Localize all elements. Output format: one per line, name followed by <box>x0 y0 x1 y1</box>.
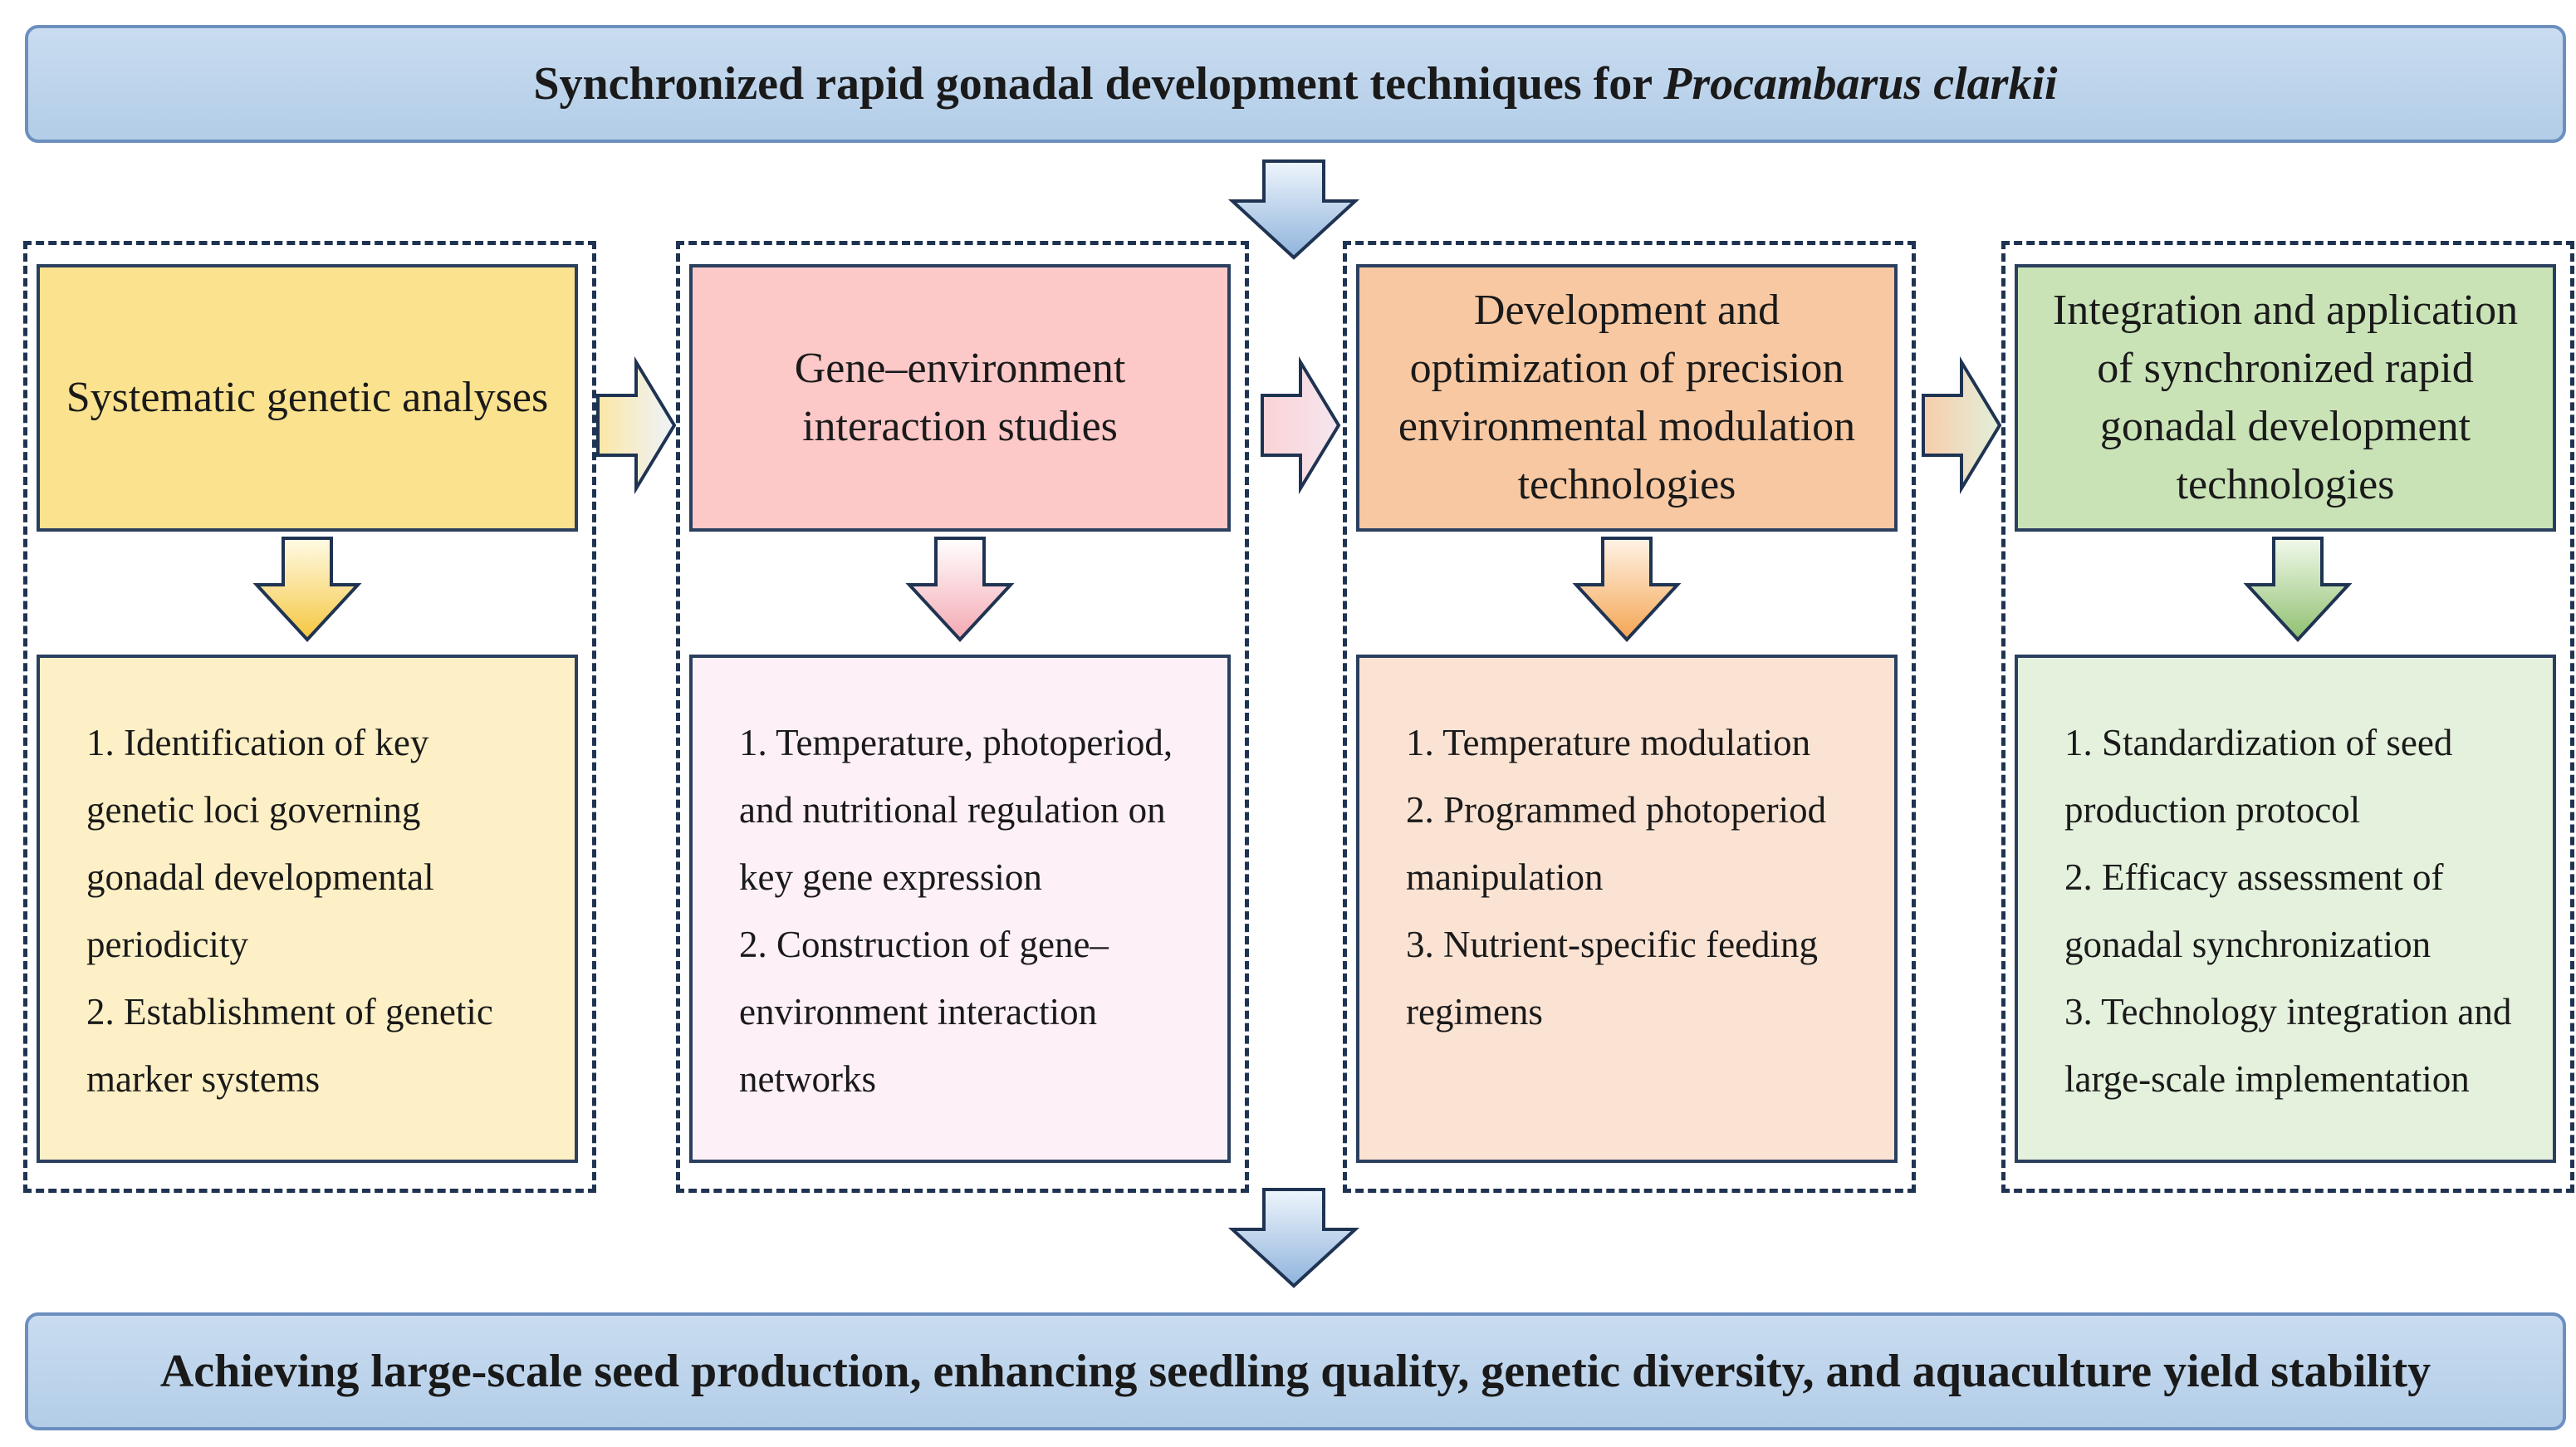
column-frame-1 <box>23 241 596 1193</box>
stage-4-title: Integration and application of synchroni… <box>2052 287 2519 508</box>
stage-1-title-box: Systematic genetic analyses <box>37 264 578 532</box>
detail-item: 1. Temperature modulation <box>1406 722 1811 763</box>
detail-item: 2. Construction of gene–environment inte… <box>739 924 1109 1100</box>
column-frame-2 <box>676 241 1249 1193</box>
down-arrow-bottom-icon <box>1227 1188 1360 1288</box>
detail-item: 2. Establishment of genetic marker syste… <box>86 991 493 1100</box>
down-arrow-stage-3-icon <box>1572 537 1682 642</box>
stage-2-details: 1. Temperature, photoperiod, and nutriti… <box>689 655 1231 1163</box>
down-arrow-top-icon <box>1227 159 1360 260</box>
outcome-text: Achieving large-scale seed production, e… <box>159 1346 2432 1397</box>
down-arrow-stage-2-icon <box>905 537 1015 642</box>
down-arrow-stage-4-icon <box>2243 537 2353 642</box>
right-arrow-3-4-icon <box>1922 356 2002 495</box>
title-banner: Synchronized rapid gonadal development t… <box>25 25 2566 143</box>
title-species-name: Procambarus clarkii <box>1663 58 2058 110</box>
detail-item: 3. Nutrient-specific feeding regimens <box>1406 924 1819 1033</box>
right-arrow-2-3-icon <box>1261 356 1341 495</box>
stage-3-details: 1. Temperature modulation 2. Programmed … <box>1356 655 1898 1163</box>
stage-1-details: 1. Identification of key genetic loci go… <box>37 655 578 1163</box>
detail-item: 3. Technology integration and large-scal… <box>2064 991 2512 1100</box>
down-arrow-stage-1-icon <box>252 537 362 642</box>
right-arrow-1-2-icon <box>596 356 677 495</box>
stage-4-details: 1. Standardization of seed production pr… <box>2015 655 2556 1163</box>
detail-item: 2. Efficacy assessment of gonadal synchr… <box>2064 856 2444 965</box>
detail-item: 1. Temperature, photoperiod, and nutriti… <box>739 722 1173 898</box>
stage-2-title: Gene–environment interaction studies <box>794 345 1126 450</box>
title-text: Synchronized rapid gonadal development t… <box>533 57 2057 110</box>
stage-3-title: Development and optimization of precisio… <box>1398 287 1856 508</box>
outcome-banner: Achieving large-scale seed production, e… <box>25 1312 2566 1430</box>
stage-2-title-box: Gene–environment interaction studies <box>689 264 1231 532</box>
column-frame-4 <box>2001 241 2574 1193</box>
stage-4-title-box: Integration and application of synchroni… <box>2015 264 2556 532</box>
detail-item: 1. Identification of key genetic loci go… <box>86 722 434 965</box>
stage-3-title-box: Development and optimization of precisio… <box>1356 264 1898 532</box>
title-prefix: Synchronized rapid gonadal development t… <box>533 58 1664 110</box>
detail-item: 2. Programmed photoperiod manipulation <box>1406 789 1827 898</box>
detail-item: 1. Standardization of seed production pr… <box>2064 722 2453 831</box>
stage-1-title: Systematic genetic analyses <box>66 374 549 421</box>
column-frame-3 <box>1343 241 1916 1193</box>
